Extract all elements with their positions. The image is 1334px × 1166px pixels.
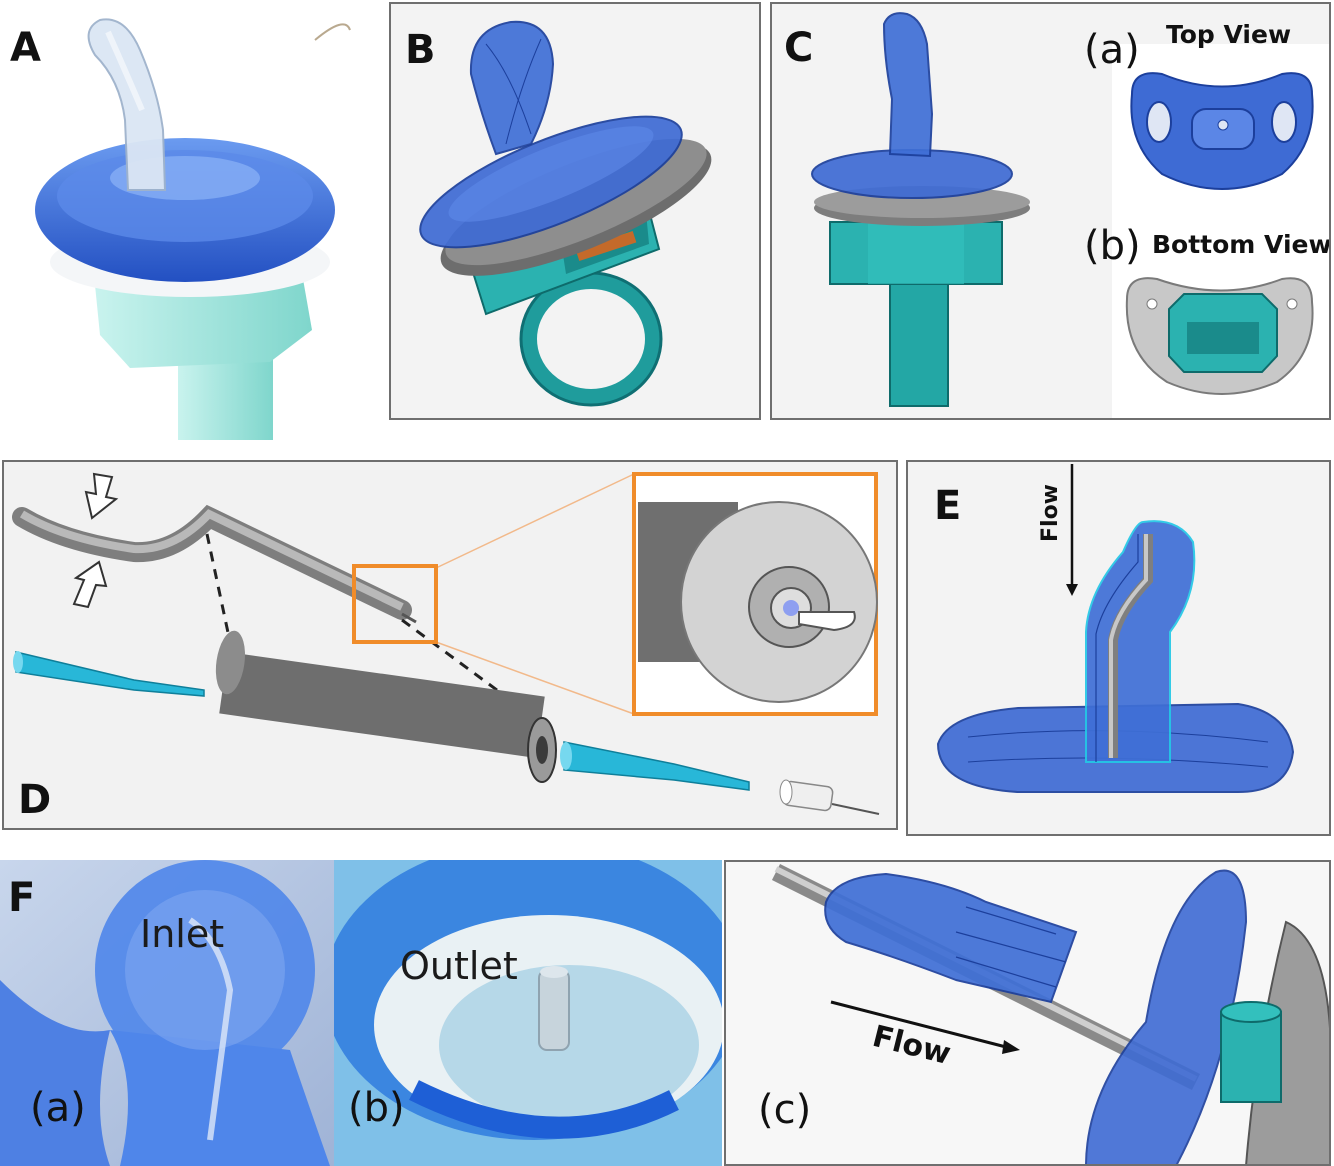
subpanel-label-a: (a) (30, 1085, 86, 1131)
inlet-photo (0, 860, 334, 1166)
inlet-label: Inlet (140, 912, 225, 956)
outlet-photo (334, 860, 722, 1166)
compression-arrow-bottom-icon (72, 560, 108, 609)
tube-assembly-diagram (12, 472, 880, 815)
panel-label: F (8, 875, 36, 921)
panel-label: D (18, 777, 52, 823)
panel-e: E Flow (906, 460, 1331, 836)
panel-a: A (0, 0, 380, 450)
panel-f-b: Outlet (b) (334, 860, 722, 1166)
flow-arrow-icon (1002, 1040, 1020, 1054)
flow-channel-render (936, 464, 1295, 793)
view-title-top: Top View (1166, 20, 1292, 49)
panel-label: B (405, 27, 436, 73)
flow-label: Flow (1038, 483, 1063, 542)
panel-label: E (934, 483, 962, 529)
panel-b: B (389, 2, 761, 420)
cad-isometric-render (419, 20, 712, 407)
panel-f-a: F Inlet (a) (0, 860, 334, 1166)
pacifier-photo (35, 18, 351, 440)
subpanel-label-c: (c) (758, 1087, 812, 1133)
panel-label: C (784, 25, 814, 71)
panel-d: D (2, 460, 898, 830)
panel-c: C (a) Top View (b) Bottom View (770, 2, 1331, 420)
flow-arrow-icon (1066, 584, 1078, 596)
view-title-bottom: Bottom View (1152, 230, 1331, 259)
panel-f-c: Flow (c) (724, 860, 1331, 1166)
subpanel-label-b: (b) (348, 1085, 405, 1131)
outlet-label: Outlet (400, 944, 518, 988)
subpanel-label-b: (b) (1084, 223, 1141, 269)
flow-assembly-render (771, 863, 1329, 1164)
compression-arrow-top-icon (84, 472, 119, 520)
panel-label: A (10, 25, 41, 71)
subpanel-label-a: (a) (1084, 27, 1140, 73)
cad-side-render (811, 12, 1329, 418)
